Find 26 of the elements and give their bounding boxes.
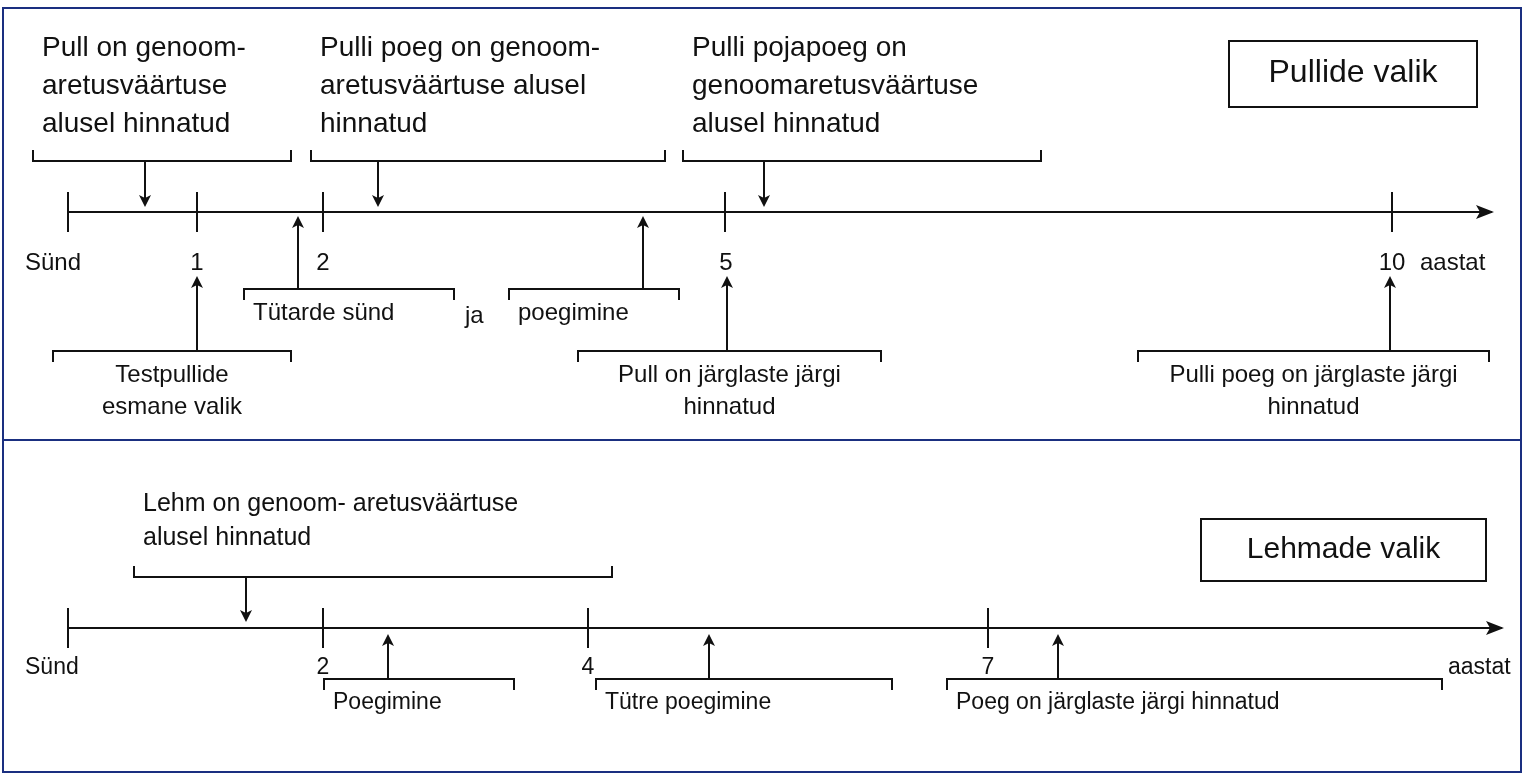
arrow bbox=[721, 276, 733, 351]
arrow bbox=[191, 276, 203, 351]
axis-label: Sünd bbox=[25, 250, 82, 274]
arrow bbox=[703, 634, 715, 679]
axis-label: aastat bbox=[1448, 655, 1511, 678]
arrow bbox=[637, 216, 649, 289]
tick-label: 1 bbox=[182, 246, 212, 278]
arrow bbox=[758, 161, 770, 207]
axis-label: ja bbox=[465, 303, 484, 327]
tick-label: 4 bbox=[581, 655, 595, 678]
title-box: Lehmade valik bbox=[1200, 518, 1487, 582]
tick-label: 7 bbox=[981, 655, 995, 678]
axis-label: aastat bbox=[1420, 250, 1486, 274]
title-box: Pullide valik bbox=[1228, 40, 1478, 108]
arrow bbox=[292, 216, 304, 289]
arrow bbox=[139, 161, 151, 207]
arrow bbox=[372, 161, 384, 207]
arrow bbox=[1052, 634, 1064, 679]
tick-label: 5 bbox=[714, 246, 738, 278]
axis-label: Sünd bbox=[25, 655, 79, 678]
tick-label: 2 bbox=[316, 250, 330, 274]
tick-label: 10 bbox=[1372, 246, 1412, 278]
arrow bbox=[240, 577, 252, 622]
arrow bbox=[382, 634, 394, 679]
tick-label: 2 bbox=[316, 655, 330, 678]
arrow bbox=[1384, 276, 1396, 351]
